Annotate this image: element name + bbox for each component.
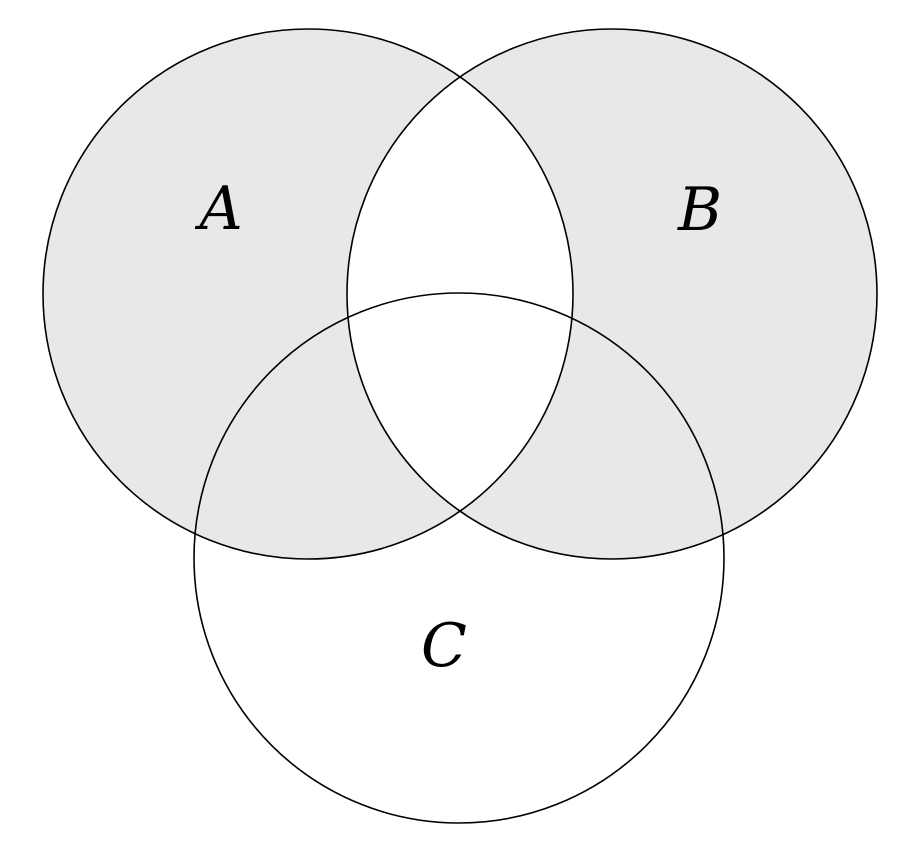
set-label-b: B [677, 175, 722, 245]
shaded-region-a-xor-b [43, 29, 877, 559]
circle-c-outline [193, 292, 725, 824]
set-label-c: C [421, 611, 467, 681]
circle-a-outline [42, 28, 574, 560]
set-label-a: A [194, 174, 242, 244]
circle-b-outline [346, 28, 878, 560]
